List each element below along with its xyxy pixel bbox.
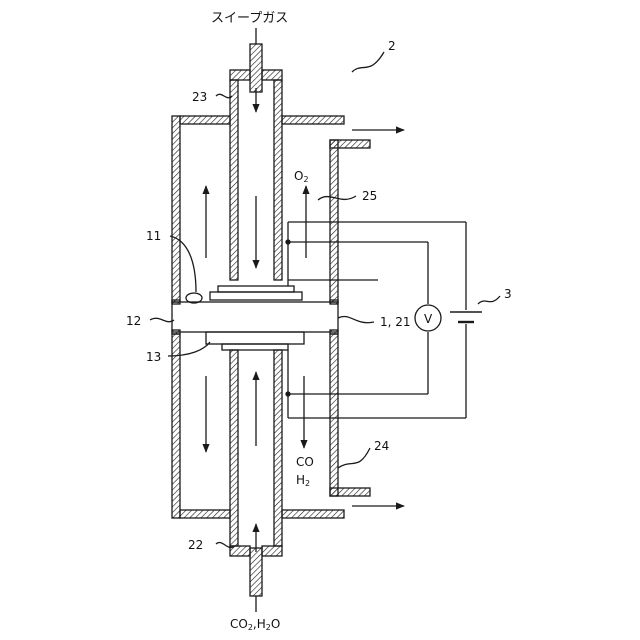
bottom-inlet-nozzle: [250, 548, 262, 596]
lower-housing-bottom-right: [282, 510, 344, 518]
leader-2: [352, 52, 384, 72]
lower-housing-left-wall: [172, 334, 180, 518]
lower-inner-wall-bottom: [330, 488, 370, 496]
tube-22-cap-right: [262, 546, 282, 556]
label-11: 11: [146, 229, 161, 243]
tube-23-left-wall: [230, 80, 238, 280]
lower-inner-wall: [330, 334, 338, 496]
upper-housing-top-right: [282, 116, 344, 124]
leader-12: [150, 318, 174, 321]
leader-24: [338, 448, 370, 468]
tube-22-right-wall: [274, 350, 282, 546]
voltmeter-label: V: [424, 312, 433, 326]
label-22: 22: [188, 538, 203, 552]
plate-edge-left-top: [172, 300, 180, 304]
top-inlet-nozzle: [250, 44, 262, 92]
lower-junction: [286, 392, 290, 396]
electrode-bottom-layer-2: [222, 344, 288, 350]
label-h2: H2: [296, 473, 310, 488]
label-o2: O2: [294, 169, 309, 184]
tube-23-cap-left: [230, 70, 250, 80]
electrode-top-layer: [218, 286, 294, 292]
label-1-21: 1, 21: [380, 315, 411, 329]
label-fig-ref-2: 2: [388, 39, 396, 53]
upper-housing-left-wall: [172, 116, 180, 302]
electrode-top-layer-2: [210, 292, 302, 300]
label-23: 23: [192, 90, 207, 104]
tube-23-right-wall: [274, 80, 282, 280]
label-13: 13: [146, 350, 161, 364]
label-12: 12: [126, 314, 141, 328]
support-plate-12: [172, 302, 338, 332]
leader-121: [338, 316, 374, 322]
upper-junction: [286, 240, 290, 244]
upper-inner-wall-top: [330, 140, 370, 148]
plate-edge-right-top: [330, 300, 338, 304]
label-co: CO: [296, 455, 314, 469]
label-3: 3: [504, 287, 512, 301]
label-24: 24: [374, 439, 389, 453]
label-sweep-gas: スイープガス: [211, 11, 288, 26]
upper-housing-top-left: [180, 116, 230, 124]
upper-inner-wall: [330, 140, 338, 302]
tube-22-left-wall: [230, 350, 238, 546]
label-bottom-inlet: CO2,H2O: [230, 617, 280, 632]
lower-housing-bottom-left: [180, 510, 230, 518]
leader-3: [478, 296, 500, 304]
electrode-bottom-layer: [206, 332, 304, 344]
tube-23-cap-right: [262, 70, 282, 80]
label-25: 25: [362, 189, 377, 203]
